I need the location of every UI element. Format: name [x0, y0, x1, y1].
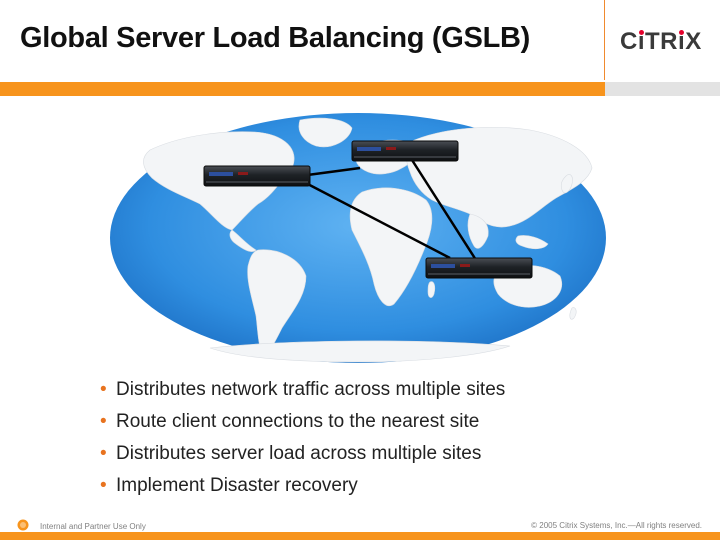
bullet-text: Distributes server load across multiple …: [116, 443, 482, 464]
japan: [560, 174, 573, 194]
antarctica: [209, 340, 511, 363]
footer-orange-bar: [0, 532, 720, 540]
se-asia: [515, 235, 549, 250]
bullet-item: • Distributes server load across multiple…: [100, 441, 505, 473]
link-na-au: [299, 178, 451, 260]
central-america: [229, 229, 257, 252]
server-europe: [351, 140, 459, 162]
bullet-text: Route client connections to the nearest …: [116, 411, 480, 432]
new-zealand: [569, 307, 577, 320]
bullet-dot: •: [100, 475, 107, 496]
footer-left-text: Internal and Partner Use Only: [40, 522, 146, 531]
link-eu-au: [410, 159, 478, 261]
india: [467, 213, 489, 249]
header-orange-bar: [0, 82, 720, 96]
bullet-dot: •: [100, 411, 107, 432]
server-australia: [425, 257, 533, 279]
bullet-dot: •: [100, 443, 107, 464]
world-map: [110, 113, 606, 363]
header-gray-bar: [605, 82, 720, 96]
bullet-item: • Distributes network traffic across mult…: [100, 377, 505, 409]
slide-number-icon: [17, 519, 29, 531]
title-divider: [604, 0, 605, 80]
bullet-list: • Distributes network traffic across mult…: [100, 377, 505, 505]
bullet-text: Distributes network traffic across multi…: [116, 379, 506, 400]
server-north-america: [203, 165, 311, 187]
bullet-text: Implement Disaster recovery: [116, 475, 358, 496]
bullet-item: • Route client connections to the nearest…: [100, 409, 505, 441]
footer-copyright: © 2005 Citrix Systems, Inc.—All rights r…: [531, 521, 702, 530]
madagascar: [427, 281, 436, 298]
bullet-dot: •: [100, 379, 107, 400]
greenland: [298, 117, 353, 148]
slide-title: Global Server Load Balancing (GSLB): [20, 22, 530, 54]
bullet-item: • Implement Disaster recovery: [100, 473, 505, 505]
